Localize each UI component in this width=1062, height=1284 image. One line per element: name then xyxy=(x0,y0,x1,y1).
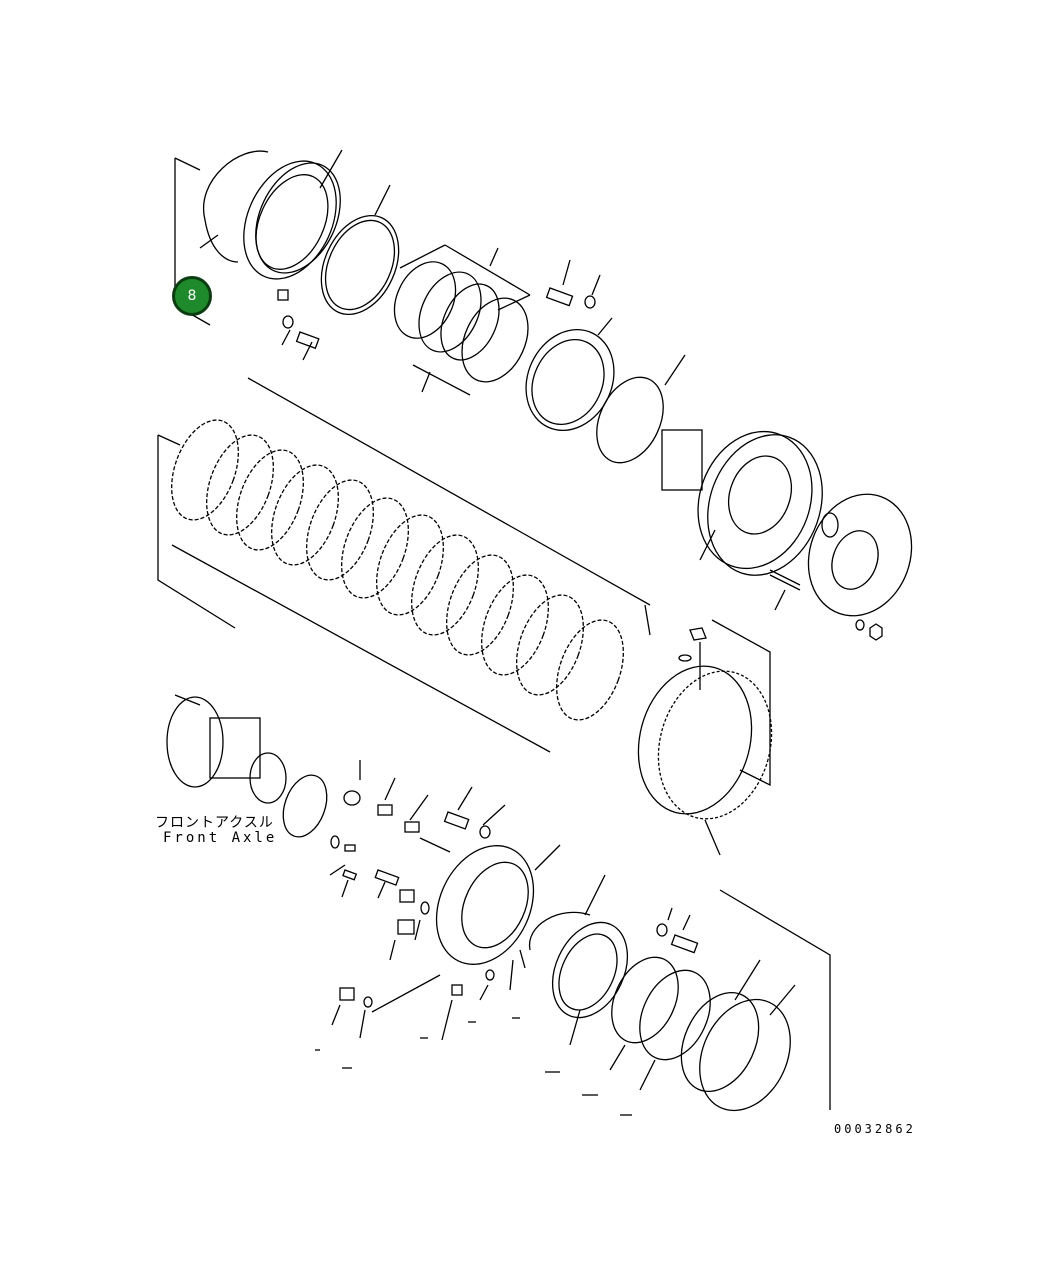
top-bolt-right xyxy=(545,259,601,309)
o-ring-medium xyxy=(596,354,686,464)
clutch-discs xyxy=(171,419,624,721)
piston-housing xyxy=(243,149,343,301)
ring-gear xyxy=(637,619,773,856)
front-axle-label-japanese: フロントアクスル xyxy=(155,815,274,831)
snap-ring-lower xyxy=(529,874,606,951)
planet-carrier xyxy=(807,493,913,641)
top-bolt-left xyxy=(281,315,320,361)
bolt-lower-right xyxy=(656,907,699,954)
callout-number-badge[interactable]: 8 xyxy=(172,276,212,316)
drawing-number: 00032862 xyxy=(834,1122,916,1136)
dash-marks xyxy=(315,1017,632,1116)
stud-bolt xyxy=(769,569,801,611)
o-ring-axle xyxy=(282,774,328,838)
bolt-ring-gear xyxy=(678,627,707,690)
hub-assembly xyxy=(661,429,823,576)
callout-number: 8 xyxy=(187,288,197,304)
axle-housing xyxy=(435,844,561,965)
clutch-pack-bracket xyxy=(157,377,651,753)
piston-lower xyxy=(551,921,629,1046)
o-ring-large xyxy=(320,184,400,316)
front-axle-shaft xyxy=(166,694,287,804)
seal-ring-group xyxy=(393,244,531,396)
front-axle-label-english: Front Axle xyxy=(163,830,278,846)
seal-rings-lower xyxy=(609,956,711,1091)
retainer-lower xyxy=(680,889,831,1112)
housing-fittings xyxy=(329,760,526,1041)
snap-ring xyxy=(199,150,269,263)
